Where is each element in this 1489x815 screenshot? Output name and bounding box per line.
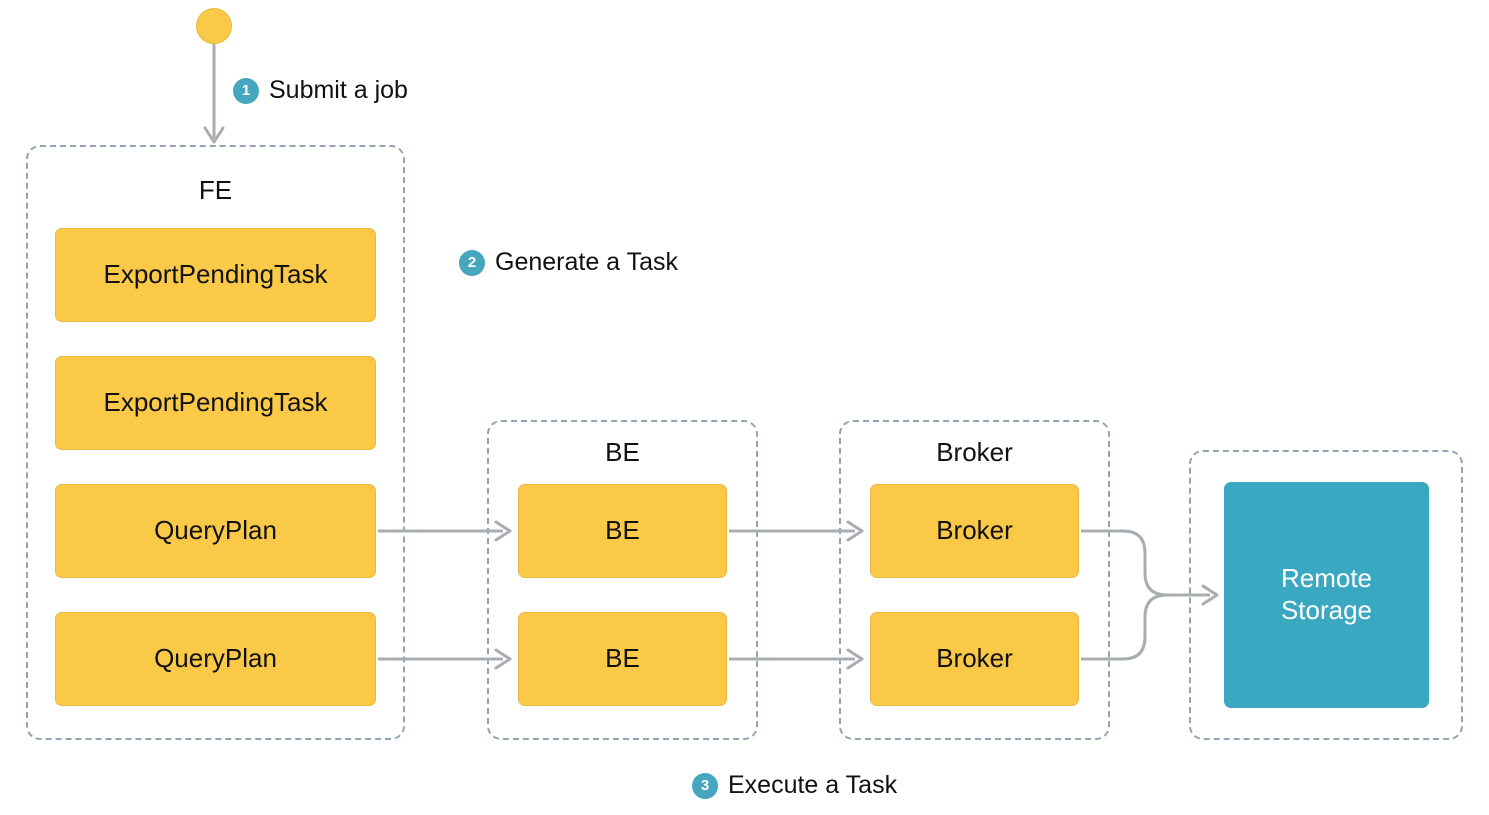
step-1: 1 Submit a job (233, 76, 408, 105)
step-2-label: Generate a Task (495, 248, 678, 276)
step-3: 3 Execute a Task (692, 771, 897, 800)
step-2-badge: 2 (459, 249, 485, 276)
group-be (487, 420, 758, 740)
node-broker-1[interactable]: Broker (870, 484, 1079, 578)
group-fe (26, 145, 405, 740)
group-broker-title: Broker (936, 437, 1013, 467)
step-1-label: Submit a job (269, 76, 408, 104)
step-2: 2 Generate a Task (459, 248, 678, 277)
node-broker-2[interactable]: Broker (870, 612, 1079, 706)
step-3-badge: 3 (692, 772, 718, 799)
arrowhead-start-to-fe (203, 126, 225, 144)
step-1-badge: 1 (233, 77, 259, 104)
node-export-pending-task-1[interactable]: ExportPendingTask (55, 228, 376, 322)
node-export-pending-task-2[interactable]: ExportPendingTask (55, 356, 376, 450)
group-fe-title: FE (198, 175, 233, 205)
node-query-plan-2[interactable]: QueryPlan (55, 612, 376, 706)
job-origin-dot (196, 8, 232, 44)
node-be-2[interactable]: BE (518, 612, 727, 706)
group-be-title: BE (605, 437, 640, 467)
node-be-1[interactable]: BE (518, 484, 727, 578)
step-3-label: Execute a Task (728, 771, 898, 799)
node-remote-storage[interactable]: Remote Storage (1224, 482, 1429, 708)
node-query-plan-1[interactable]: QueryPlan (55, 484, 376, 578)
